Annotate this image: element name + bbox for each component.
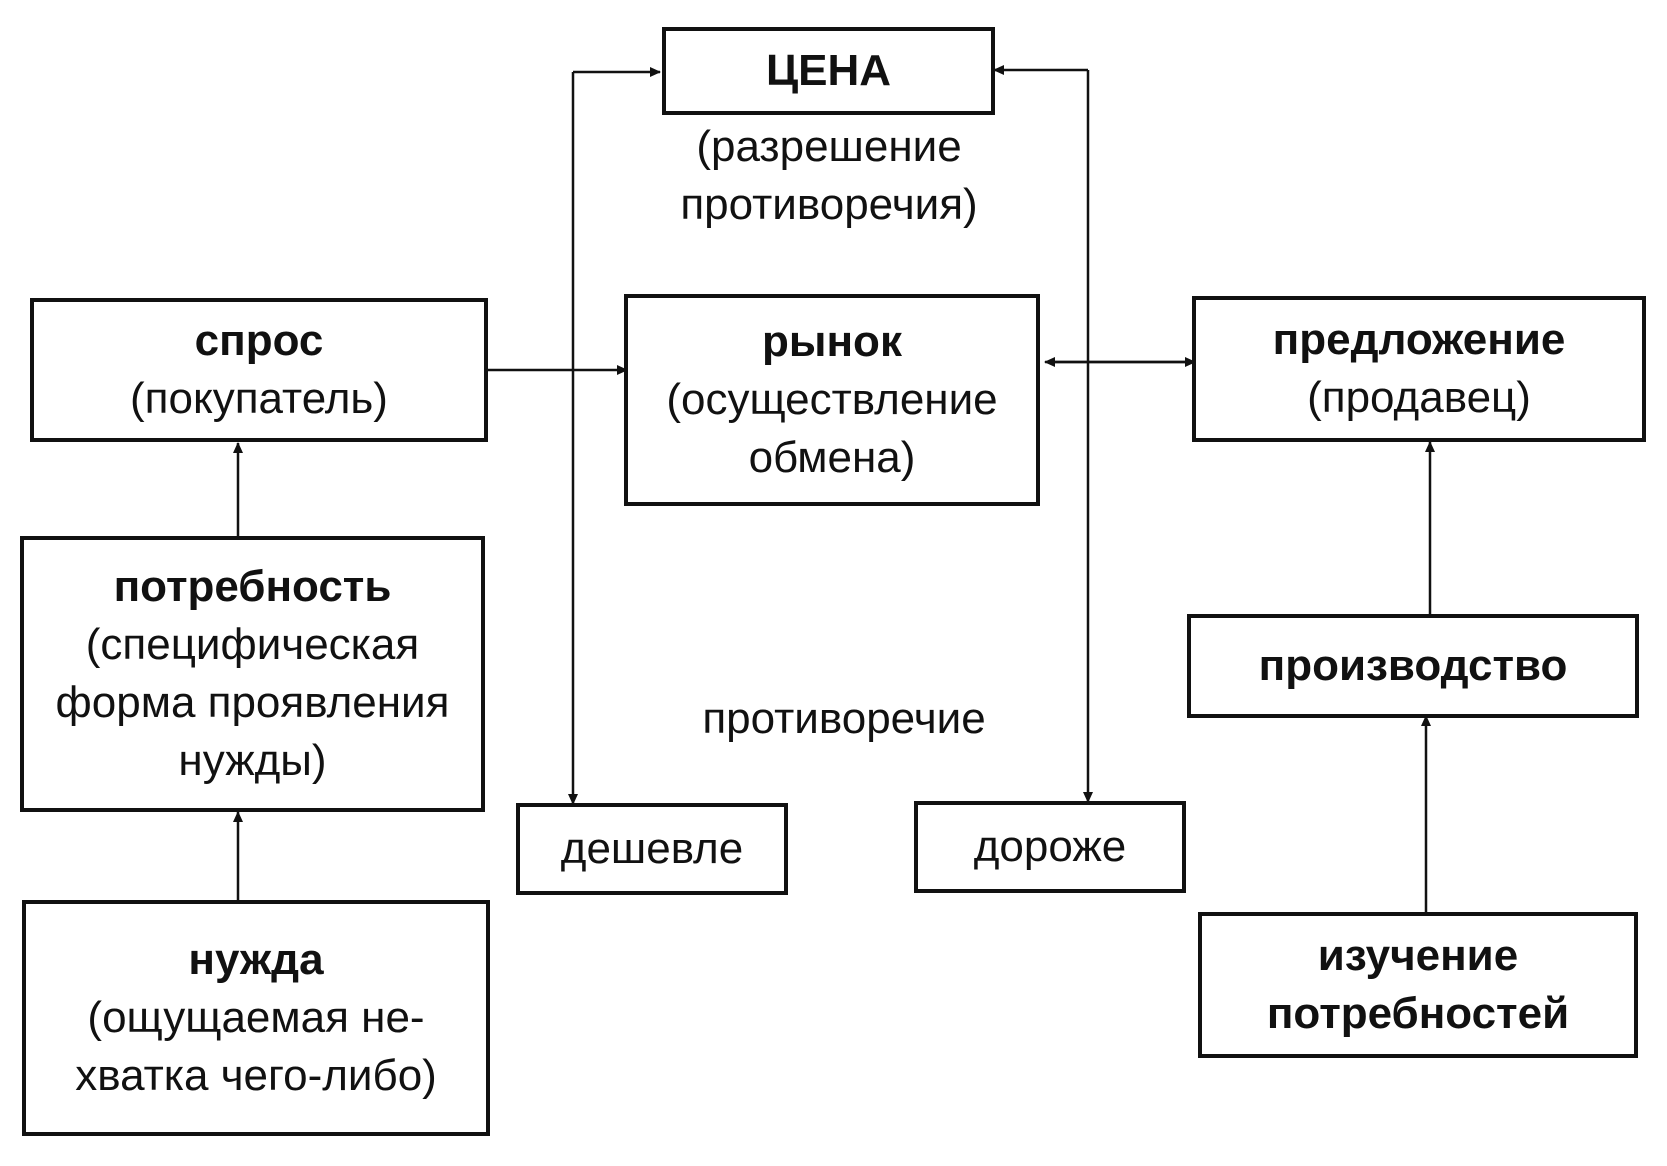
need-line3: нужды) — [178, 736, 327, 785]
demand-subtitle: (покупатель) — [130, 374, 388, 423]
want-box: нужда (ощущаемая не- хватка чего-либо) — [22, 900, 490, 1136]
need-line1: (специфическая — [85, 620, 420, 669]
study-line2: потребностей — [1266, 989, 1570, 1038]
price-note: (разрешение противоречия) — [606, 118, 1052, 234]
need-title: потребность — [113, 562, 392, 611]
cheaper-label: дешевле — [560, 824, 744, 873]
demand-title: спрос — [194, 316, 324, 365]
price-note-line2: противоречия) — [680, 180, 978, 229]
supply-subtitle: (продавец) — [1307, 373, 1531, 422]
want-line2: хватка чего-либо) — [75, 1051, 437, 1100]
want-title: нужда — [188, 935, 324, 984]
price-note-line1: (разрешение — [696, 122, 962, 171]
production-title: производство — [1258, 641, 1568, 690]
contradiction-label: противоречие — [702, 694, 986, 743]
supply-box: предложение (продавец) — [1192, 296, 1646, 442]
supply-title: предложение — [1272, 315, 1566, 364]
production-box: производство — [1187, 614, 1639, 718]
want-line1: (ощущаемая не- — [87, 993, 425, 1042]
study-line1: изучение — [1317, 931, 1519, 980]
market-subtitle-line2: обмена) — [748, 433, 916, 482]
market-subtitle-line1: (осуществление — [666, 375, 998, 424]
dearer-label: дороже — [973, 822, 1127, 871]
dearer-box: дороже — [914, 801, 1186, 893]
market-box: рынок (осуществление обмена) — [624, 294, 1040, 506]
price-box: ЦЕНА — [662, 27, 995, 115]
price-title: ЦЕНА — [765, 46, 892, 95]
need-line2: форма проявления — [55, 678, 450, 727]
market-title: рынок — [762, 317, 902, 366]
demand-box: спрос (покупатель) — [30, 298, 488, 442]
need-box: потребность (специфическая форма проявле… — [20, 536, 485, 812]
study-box: изучение потребностей — [1198, 912, 1638, 1058]
cheaper-box: дешевле — [516, 803, 788, 895]
